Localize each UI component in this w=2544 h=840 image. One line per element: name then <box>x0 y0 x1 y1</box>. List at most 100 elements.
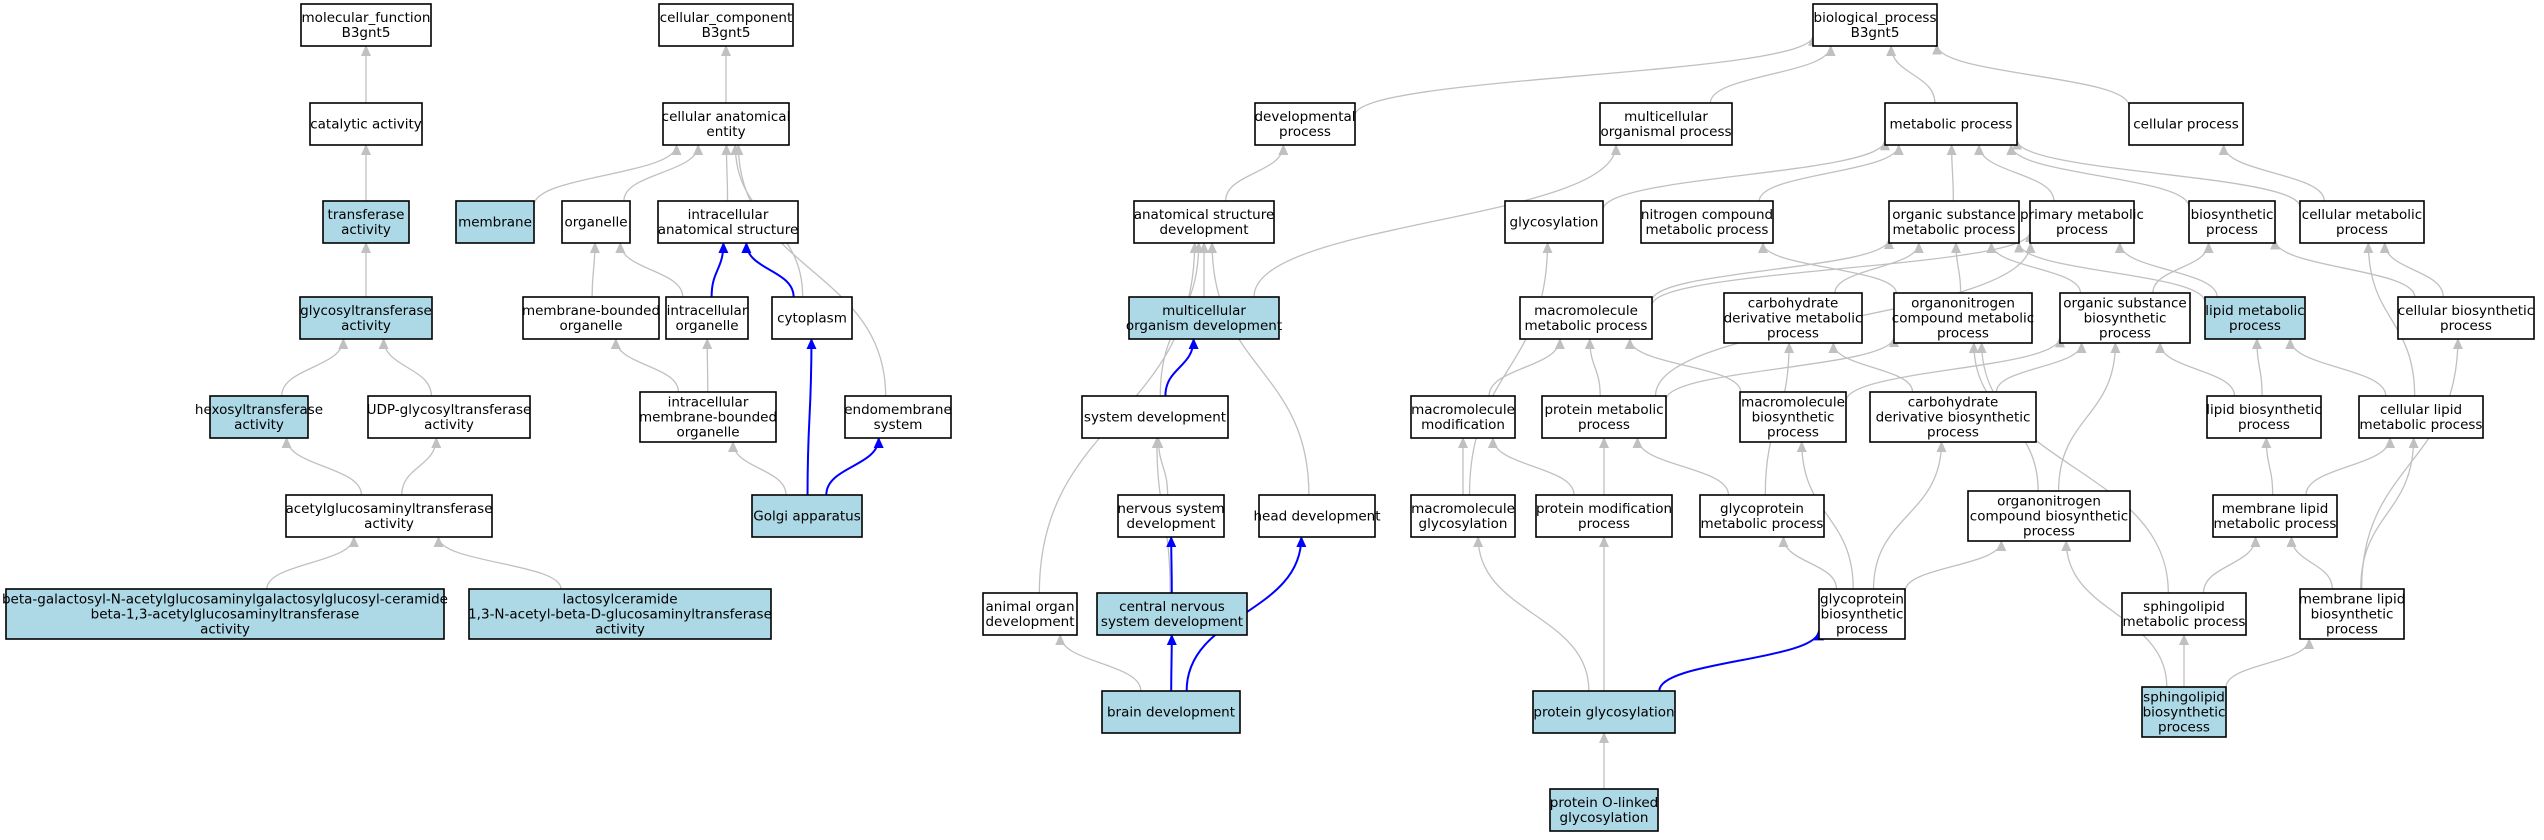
node-label-line: process <box>1937 326 1989 342</box>
edge-golgi-to-endo <box>825 437 884 496</box>
edge-sbp-to-oncbp <box>2061 540 2168 688</box>
node-label-line: multicellular <box>1624 109 1708 125</box>
node-label-line: biosynthetic <box>1821 607 1904 623</box>
node-lacto[interactable]: lactosylceramide1,3-N-acetyl-beta-D-gluc… <box>468 588 772 640</box>
node-label-line: biosynthetic <box>2084 311 2167 327</box>
node-sysdev[interactable]: system development <box>1081 395 1229 439</box>
node-label-line: anatomical structure <box>1134 207 1275 223</box>
node-headdev[interactable]: head development <box>1253 494 1381 538</box>
node-label-line: process <box>2336 222 2388 238</box>
node-label-line: metabolic process <box>1646 222 1769 238</box>
node-cat[interactable]: catalytic activity <box>309 102 423 146</box>
node-box <box>522 296 660 340</box>
node-bgal[interactable]: beta-galactosyl-N-acetylglucosaminylgala… <box>2 588 448 640</box>
node-box <box>2358 395 2484 439</box>
node-membrane[interactable]: membrane <box>455 200 535 244</box>
node-label-line: cellular process <box>2133 117 2239 133</box>
node-metp[interactable]: metabolic process <box>1884 102 2018 146</box>
node-label-line: B3gnt5 <box>702 25 751 41</box>
node-label-line: process <box>2206 222 2258 238</box>
node-box <box>844 395 952 439</box>
edge-lacto-to-acetyl <box>433 536 562 590</box>
node-label-line: intracellular <box>668 395 749 411</box>
edge-devp-to-bp <box>1354 34 1818 116</box>
node-box <box>1532 690 1676 734</box>
node-protglyc[interactable]: protein glycosylation <box>1532 690 1676 734</box>
node-label-line: biological_process <box>1814 10 1937 26</box>
node-box <box>1640 200 1774 244</box>
node-cyto[interactable]: cytoplasm <box>771 296 853 340</box>
node-glyc[interactable]: glycosylation <box>1504 200 1604 244</box>
node-box <box>1869 391 2037 443</box>
node-box <box>2141 686 2227 738</box>
node-box <box>1128 296 1280 340</box>
node-cellp[interactable]: cellular process <box>2128 102 2244 146</box>
edge-mbiosp-to-mmp <box>1624 338 1742 393</box>
node-label-line: process <box>2440 318 2492 334</box>
node-label-line: organelle <box>559 318 622 334</box>
edge-mod-to-mop <box>1253 144 1621 298</box>
node-label-line: organelle <box>564 215 627 231</box>
edge-cellp-to-bp <box>1932 43 2130 107</box>
node-label-line: modification <box>1421 417 1505 433</box>
node-golgi[interactable]: Golgi apparatus <box>751 494 863 538</box>
node-organelle[interactable]: organelle <box>561 200 631 244</box>
node-label-line: activity <box>200 622 250 638</box>
node-box <box>1888 200 2020 244</box>
node-braindev[interactable]: brain development <box>1101 690 1241 734</box>
node-label-line: metabolic process <box>1890 117 2013 133</box>
node-label-line: development <box>1159 222 1248 238</box>
node-box <box>1254 102 1356 146</box>
edge-osbp-to-osmp <box>1986 242 2082 294</box>
node-label-line: cellular_component <box>660 10 792 26</box>
